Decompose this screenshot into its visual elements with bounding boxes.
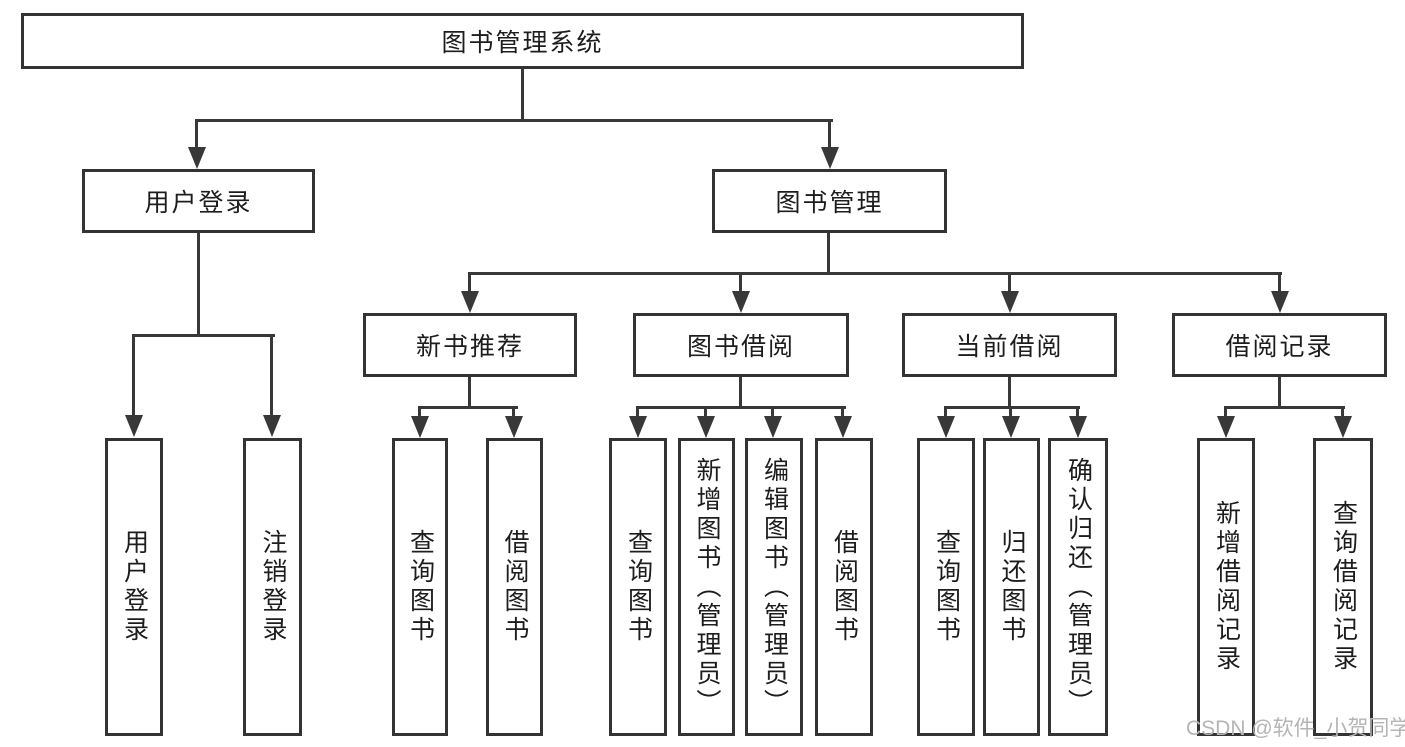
connector-stem-leaf-login xyxy=(132,334,135,421)
leaf-br-add-record: 新增借阅记录 xyxy=(1197,438,1255,736)
node-book-mgmt: 图书管理 xyxy=(712,169,947,233)
leaf-cb-return-books: 归还图书 xyxy=(983,438,1040,736)
leaf-nbr-borrow-books: 借阅图书 xyxy=(486,438,543,736)
connector-stem-book-mgmt xyxy=(828,119,831,153)
leaf-nbr-borrow-books-label: 借阅图书 xyxy=(501,529,529,645)
node-user-login: 用户登录 xyxy=(82,169,315,233)
node-new-book-rec: 新书推荐 xyxy=(363,313,577,377)
arrowhead-user-login xyxy=(188,147,206,169)
connector-stem-nbr-query xyxy=(418,406,421,422)
node-user-login-label: 用户登录 xyxy=(144,189,253,217)
connector-stem-user-login xyxy=(195,119,198,153)
node-current-borrow: 当前借阅 xyxy=(902,313,1117,377)
leaf-bb-edit-books-admin-label: 编辑图书（管理员） xyxy=(760,456,789,718)
leaf-bb-borrow-books: 借阅图书 xyxy=(815,438,873,736)
connector-new-book-rec-splitter xyxy=(418,406,518,409)
connector-book-borrow-drop xyxy=(739,377,742,409)
leaf-bb-add-books-admin-label: 新增图书（管理员） xyxy=(693,456,721,718)
connector-book-borrow-splitter xyxy=(636,406,846,409)
connector-stem-bb-borrow xyxy=(841,406,844,422)
node-borrow-record-label: 借阅记录 xyxy=(1225,333,1334,361)
connector-stem-cb-query xyxy=(944,406,947,422)
leaf-bb-query-books: 查询图书 xyxy=(609,438,667,736)
node-root: 图书管理系统 xyxy=(21,13,1024,69)
arrowhead-nbr-query xyxy=(411,416,429,438)
connector-stem-bb-edit xyxy=(771,406,774,422)
leaf-cb-confirm-return-admin: 确认归还（管理员） xyxy=(1048,438,1108,736)
connector-user-login-splitter xyxy=(132,334,275,337)
leaf-nbr-query-books: 查询图书 xyxy=(392,438,448,736)
leaf-cb-return-books-label: 归还图书 xyxy=(998,529,1026,645)
connector-stem-nbr-borrow xyxy=(512,406,515,422)
leaf-br-query-record: 查询借阅记录 xyxy=(1313,438,1373,736)
leaf-user-login: 用户登录 xyxy=(105,438,163,736)
arrowhead-borrow-record xyxy=(1271,291,1289,313)
connector-user-login-drop xyxy=(197,233,200,336)
connector-stem-br-add xyxy=(1224,406,1227,422)
connector-root-drop xyxy=(521,69,524,120)
node-book-borrow: 图书借阅 xyxy=(633,313,849,377)
connector-stem-book-borrow xyxy=(739,272,742,297)
node-current-borrow-label: 当前借阅 xyxy=(955,333,1064,361)
arrowhead-cb-query xyxy=(937,416,955,438)
arrowhead-cb-return xyxy=(1002,416,1020,438)
arrowhead-new-book-rec xyxy=(461,291,479,313)
connector-current-borrow-drop xyxy=(1008,377,1011,409)
connector-stem-bb-add xyxy=(704,406,707,422)
node-new-book-rec-label: 新书推荐 xyxy=(415,333,524,361)
leaf-bb-borrow-books-label: 借阅图书 xyxy=(830,529,859,645)
leaf-cb-query-books: 查询图书 xyxy=(917,438,975,736)
connector-stem-new-book-rec xyxy=(468,272,471,297)
connector-level2-splitter xyxy=(196,119,833,122)
leaf-br-add-record-label: 新增借阅记录 xyxy=(1212,500,1241,674)
arrowhead-bb-add xyxy=(697,416,715,438)
arrowhead-leaf-logout xyxy=(263,415,281,437)
connector-borrow-record-drop xyxy=(1278,377,1281,409)
leaf-nbr-query-books-label: 查询图书 xyxy=(406,529,435,645)
arrowhead-br-add xyxy=(1217,416,1235,438)
leaf-user-login-label: 用户登录 xyxy=(120,529,149,645)
leaf-cb-query-books-label: 查询图书 xyxy=(932,529,961,645)
arrowhead-bb-borrow xyxy=(834,416,852,438)
node-root-label: 图书管理系统 xyxy=(441,29,604,57)
leaf-logout-label: 注销登录 xyxy=(259,529,287,645)
connector-stem-current-borrow xyxy=(1008,272,1011,297)
leaf-cb-confirm-return-admin-label: 确认归还（管理员） xyxy=(1064,456,1093,718)
leaf-bb-query-books-label: 查询图书 xyxy=(624,529,653,645)
connector-level3-splitter xyxy=(468,272,1282,275)
arrowhead-nbr-borrow xyxy=(505,416,523,438)
arrowhead-current-borrow xyxy=(1001,291,1019,313)
connector-stem-cb-confirm xyxy=(1076,406,1079,422)
arrowhead-br-query xyxy=(1334,416,1352,438)
connector-stem-br-query xyxy=(1341,406,1344,422)
arrowhead-cb-confirm xyxy=(1069,416,1087,438)
node-borrow-record: 借阅记录 xyxy=(1172,313,1387,377)
connector-stem-bb-query xyxy=(636,406,639,422)
node-book-mgmt-label: 图书管理 xyxy=(775,189,884,217)
leaf-bb-edit-books-admin: 编辑图书（管理员） xyxy=(745,438,803,736)
connector-stem-borrow-record xyxy=(1278,272,1281,297)
leaf-bb-add-books-admin: 新增图书（管理员） xyxy=(678,438,735,736)
arrowhead-leaf-login xyxy=(125,415,143,437)
connector-new-book-rec-drop xyxy=(468,377,471,409)
node-book-borrow-label: 图书借阅 xyxy=(686,333,795,361)
leaf-logout: 注销登录 xyxy=(243,438,302,736)
arrowhead-book-borrow xyxy=(732,291,750,313)
connector-stem-cb-return xyxy=(1009,406,1012,422)
arrowhead-book-mgmt xyxy=(821,147,839,169)
leaf-br-query-record-label: 查询借阅记录 xyxy=(1329,500,1358,674)
arrowhead-bb-edit xyxy=(764,416,782,438)
connector-book-mgmt-drop xyxy=(827,233,830,275)
csdn-watermark: CSDN @软件_小贺同学 xyxy=(1186,717,1405,740)
arrowhead-bb-query xyxy=(629,416,647,438)
connector-borrow-record-splitter xyxy=(1224,406,1345,409)
connector-current-borrow-splitter xyxy=(944,406,1080,409)
connector-stem-leaf-logout xyxy=(270,334,273,421)
